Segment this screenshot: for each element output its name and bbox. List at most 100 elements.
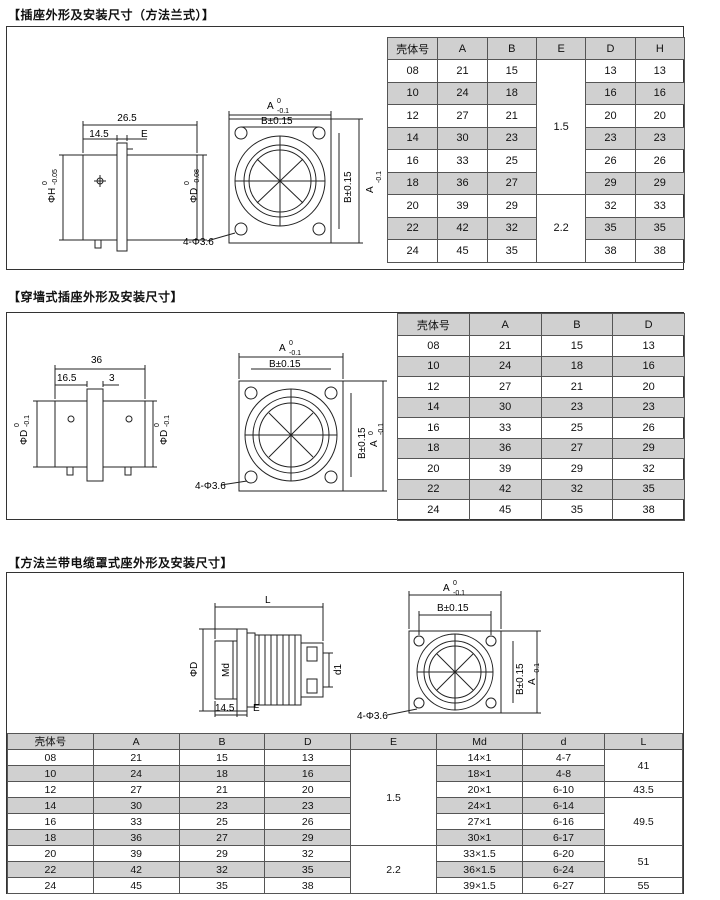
s3-h5: Md [435, 733, 524, 750]
s2-h1: A [468, 313, 542, 336]
s3-r3c1: 30 [92, 797, 180, 814]
s2-r6c2: 29 [540, 458, 614, 480]
s3-l-merged-2: 43.5 [603, 781, 684, 798]
s1-r5c1: 36 [437, 171, 488, 195]
s2-r4c3: 26 [612, 417, 685, 439]
s1-dim-a: A [267, 101, 274, 112]
section1-panel: 26.5 14.5 E ΦH 0 -0.05 ΦD 0 -0.08 [6, 26, 686, 270]
s3-r6c0: 20 [7, 845, 94, 862]
s2-dim-b: B±0.15 [269, 359, 301, 370]
s1-r3c0: 14 [386, 126, 439, 150]
s1-dim-holes: 4-Φ3.6 [183, 237, 214, 248]
s3-r8c2: 35 [178, 877, 266, 894]
s1-r5c2: 27 [486, 171, 537, 195]
s3-l-merged-4: 51 [603, 845, 684, 878]
s1-phid-tol2: -0.08 [194, 169, 201, 185]
s1-dim-14: 14.5 [89, 129, 109, 140]
s3-dim-md: Md [221, 663, 232, 677]
s1-r7c4: 35 [634, 216, 686, 240]
s3-dim-av: A [527, 678, 538, 685]
s1-r4c2: 25 [486, 149, 537, 173]
s1-flange-front [228, 118, 332, 244]
s2-phid2-tol2: -0.1 [164, 415, 171, 427]
s1-r0c1: 21 [437, 59, 488, 83]
s1-h0: 壳体号 [386, 37, 439, 60]
s3-r0c1: 21 [92, 749, 180, 766]
s1-r6c3: 32 [585, 194, 636, 218]
s3-r8c5: 6-27 [522, 877, 605, 894]
s3-r7c3: 35 [264, 861, 352, 878]
s1-r1c1: 24 [437, 81, 488, 105]
s1-r3c3: 23 [585, 126, 636, 150]
s3-r7c5: 6-24 [522, 861, 605, 878]
s1-phid-tol: 0 [184, 181, 191, 185]
s3-r6c2: 29 [178, 845, 266, 862]
s1-flange [116, 142, 128, 252]
s3-r4c3: 26 [264, 813, 352, 830]
s3-r0c0: 08 [7, 749, 94, 766]
s2-dim-phid2: ΦD [159, 430, 170, 445]
s2-h3: D [612, 313, 685, 336]
s3-r1c1: 24 [92, 765, 180, 782]
s2-r1c2: 18 [540, 355, 614, 377]
s3-h1: A [92, 733, 180, 750]
s3-dim-14: 14.5 [215, 703, 235, 714]
s2-r7c0: 22 [397, 478, 470, 500]
s2-r8c2: 35 [540, 499, 614, 521]
s3-r6c4: 33×1.5 [435, 845, 524, 862]
s1-dim-phih: ΦH [47, 188, 58, 203]
s3-r4c4: 27×1 [435, 813, 524, 830]
s3-r0c2: 15 [178, 749, 266, 766]
s2-av-tol: 0 [368, 431, 375, 435]
s1-r4c3: 26 [585, 149, 636, 173]
section1-title: 【插座外形及安装尺寸（方法兰式）】 [8, 8, 215, 22]
s2-phid-tol2: -0.1 [24, 415, 31, 427]
s3-r5c3: 29 [264, 829, 352, 846]
s1-r8c1: 45 [437, 239, 488, 263]
s1-r1c2: 18 [486, 81, 537, 105]
s3-r3c0: 14 [7, 797, 94, 814]
s3-a-tol2: -0.1 [453, 590, 465, 597]
s1-r7c1: 42 [437, 216, 488, 240]
s2-dim-3: 3 [109, 373, 115, 384]
s3-dim-b: B±0.15 [437, 603, 469, 614]
s3-r1c4: 18×1 [435, 765, 524, 782]
s2-a-tol: 0 [289, 340, 293, 347]
s1-r4c0: 16 [386, 149, 439, 173]
s1-r3c2: 23 [486, 126, 537, 150]
s1-r2c1: 27 [437, 104, 488, 128]
s2-r0c3: 13 [612, 335, 685, 357]
s1-r6c2: 29 [486, 194, 537, 218]
s1-body-left [82, 154, 118, 241]
s1-h5: H [634, 37, 686, 60]
s2-r5c1: 36 [468, 437, 542, 459]
s3-r5c0: 18 [7, 829, 94, 846]
s1-dim-b: B±0.15 [261, 116, 293, 127]
s2-r1c3: 16 [612, 355, 685, 377]
s3-r7c4: 36×1.5 [435, 861, 524, 878]
s3-dim-e: E [253, 703, 260, 714]
s3-r8c3: 38 [264, 877, 352, 894]
s3-e-merged-1: 1.5 [350, 749, 437, 846]
s3-h0: 壳体号 [7, 733, 94, 750]
s3-dim-a: A [443, 583, 450, 594]
s3-r3c5: 6-14 [522, 797, 605, 814]
s1-dim-phid: ΦD [189, 188, 200, 203]
s1-r2c2: 21 [486, 104, 537, 128]
s3-l-merged-5: 55 [603, 877, 684, 894]
s1-r0c3: 13 [585, 59, 636, 83]
s3-r6c1: 39 [92, 845, 180, 862]
